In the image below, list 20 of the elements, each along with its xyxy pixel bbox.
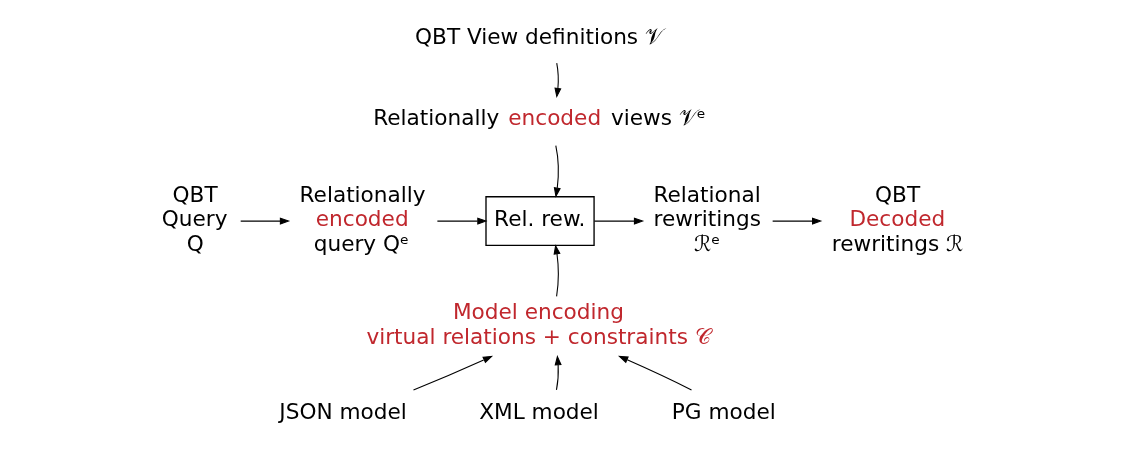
arrow <box>617 355 692 390</box>
node-text: Model encoding virtual relations + constraints 𝒞 <box>365 298 711 349</box>
node-text: Relationally encoded views 𝒱ᵉ <box>372 104 706 130</box>
arrow <box>436 217 488 225</box>
arrow <box>239 217 290 225</box>
node-text: JSON model <box>278 398 407 424</box>
node-text: Relational rewritings ℛᵉ <box>653 181 761 256</box>
arrow <box>554 354 562 390</box>
arrow <box>553 144 561 198</box>
node-text: PG model <box>671 398 776 424</box>
node-text: QBT Query Q <box>161 181 227 256</box>
arrow <box>593 217 644 225</box>
arrow <box>553 62 562 98</box>
node-text: XML model <box>478 398 599 424</box>
arrow <box>553 243 561 297</box>
node-text: QBT Decoded rewritings ℛ <box>831 181 963 256</box>
node-box: Rel. rew. <box>484 195 595 246</box>
arrow <box>412 355 493 390</box>
arrow <box>771 217 822 225</box>
node-text: Relationally encoded query Qᵉ <box>299 181 426 256</box>
